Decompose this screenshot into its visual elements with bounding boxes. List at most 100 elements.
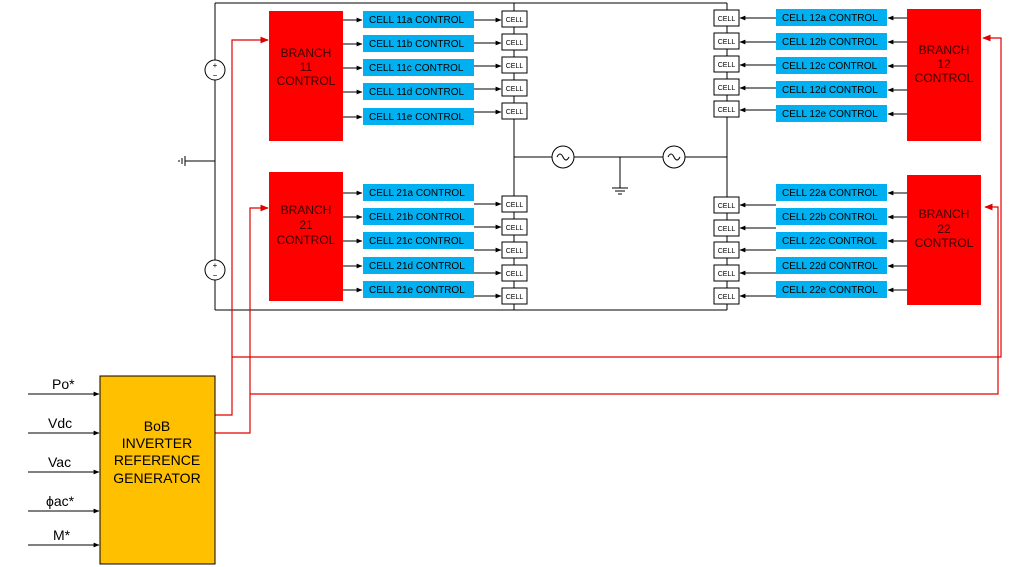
svg-text:CELL: CELL xyxy=(718,248,736,255)
svg-text:CELL 11e CONTROL: CELL 11e CONTROL xyxy=(369,112,464,123)
cell-12c-control xyxy=(776,57,887,74)
branch-11-label-2: 11 xyxy=(300,60,313,74)
cell-21b-control xyxy=(363,208,474,225)
cell-box xyxy=(713,287,740,305)
branch-21-label-3: CONTROL xyxy=(277,233,336,247)
cell-box xyxy=(713,32,740,50)
cell-box xyxy=(501,33,528,51)
svg-text:CELL: CELL xyxy=(718,39,736,46)
svg-text:CELL: CELL xyxy=(718,62,736,69)
cell-21c-control xyxy=(363,232,474,249)
cell-box xyxy=(501,195,528,213)
cell-box xyxy=(713,9,740,27)
branch-11-label-1: BRANCH xyxy=(281,46,332,60)
cell-box xyxy=(713,264,740,282)
dc-source-bottom: + − xyxy=(204,259,226,281)
branch-22-label-3: CONTROL xyxy=(915,236,974,250)
cell-12a-control xyxy=(776,9,887,26)
input-m: M* xyxy=(53,527,71,543)
svg-text:CELL: CELL xyxy=(506,225,524,232)
cell-string-bus xyxy=(513,3,728,310)
svg-text:CELL: CELL xyxy=(506,17,524,24)
cell-11b-control xyxy=(363,35,474,52)
ac-source-left xyxy=(551,145,575,169)
cell-11c-control xyxy=(363,59,474,76)
branch-21-label-1: BRANCH xyxy=(281,203,332,217)
svg-text:CELL 12d CONTROL: CELL 12d CONTROL xyxy=(782,85,878,96)
cell-box xyxy=(713,100,740,118)
generator-label-3: REFERENCE xyxy=(114,452,200,468)
svg-text:CELL 12a CONTROL: CELL 12a CONTROL xyxy=(782,13,878,24)
branch-21-control xyxy=(269,172,343,301)
svg-text:−: − xyxy=(213,271,218,280)
svg-text:CELL: CELL xyxy=(718,16,736,23)
svg-text:CELL 11d CONTROL: CELL 11d CONTROL xyxy=(369,87,464,98)
cell-box xyxy=(501,218,528,236)
reference-signal-wires xyxy=(215,34,1002,434)
svg-text:CELL 21a CONTROL: CELL 21a CONTROL xyxy=(369,188,465,199)
svg-text:+: + xyxy=(213,61,218,70)
branch-12-control xyxy=(907,9,981,141)
svg-text:CELL 21e CONTROL: CELL 21e CONTROL xyxy=(369,285,465,296)
svg-text:CELL 12e CONTROL: CELL 12e CONTROL xyxy=(782,109,878,120)
svg-text:CELL: CELL xyxy=(506,109,524,116)
svg-text:CELL: CELL xyxy=(506,202,524,209)
svg-text:CELL: CELL xyxy=(506,248,524,255)
generator-inputs: Po* Vdc Vac ϕac* M* xyxy=(28,376,100,548)
cell-box xyxy=(501,79,528,97)
dc-source-top: + − xyxy=(204,59,226,81)
cell-22e-control xyxy=(776,281,887,298)
ac-source-right xyxy=(662,145,686,169)
branch-11-control xyxy=(269,11,343,141)
svg-text:CELL: CELL xyxy=(506,86,524,93)
input-vac: Vac xyxy=(48,454,71,470)
branch-22-control xyxy=(907,175,981,305)
cell-box xyxy=(713,241,740,259)
svg-text:CELL: CELL xyxy=(506,40,524,47)
cell-box xyxy=(501,264,528,282)
cell-22c-control xyxy=(776,232,887,249)
cell-box xyxy=(713,78,740,96)
cell-box xyxy=(713,55,740,73)
svg-text:CELL 11b CONTROL: CELL 11b CONTROL xyxy=(369,39,464,50)
cell-box xyxy=(501,102,528,120)
branch-11-label-3: CONTROL xyxy=(277,74,336,88)
cell-21e-control xyxy=(363,281,474,298)
svg-text:CELL 21b CONTROL: CELL 21b CONTROL xyxy=(369,212,465,223)
svg-text:CELL: CELL xyxy=(506,63,524,70)
branch-22-label-1: BRANCH xyxy=(919,207,970,221)
bob-inverter-reference-generator xyxy=(99,375,216,565)
svg-text:CELL 12c CONTROL: CELL 12c CONTROL xyxy=(782,61,878,72)
branch-21-label-2: 21 xyxy=(299,218,313,232)
svg-text:CELL: CELL xyxy=(718,294,736,301)
cell-12d-control xyxy=(776,81,887,98)
cell-22d-control xyxy=(776,257,887,274)
cell-box xyxy=(501,56,528,74)
svg-text:CELL 22d CONTROL: CELL 22d CONTROL xyxy=(782,261,878,272)
input-po: Po* xyxy=(52,376,75,392)
svg-text:CELL 22e CONTROL: CELL 22e CONTROL xyxy=(782,285,878,296)
branch-22-cells: CELL 22a CONTROL CELL CELL 22b CONTROL C… xyxy=(713,184,907,305)
svg-text:CELL 12b CONTROL: CELL 12b CONTROL xyxy=(782,37,878,48)
cell-box xyxy=(501,241,528,259)
svg-text:CELL: CELL xyxy=(506,271,524,278)
cell-21a-control xyxy=(363,184,474,201)
svg-text:CELL: CELL xyxy=(718,85,736,92)
cell-11e-control xyxy=(363,108,474,125)
branch-12-cells: CELL 12a CONTROL CELL CELL 12b CONTROL C… xyxy=(713,9,907,122)
branch-12-label-1: BRANCH xyxy=(919,43,970,57)
svg-text:CELL 22b CONTROL: CELL 22b CONTROL xyxy=(782,212,878,223)
generator-label-2: INVERTER xyxy=(122,435,193,451)
svg-text:+: + xyxy=(213,261,218,270)
cell-22a-control xyxy=(776,184,887,201)
cell-box xyxy=(713,196,740,214)
branch-22-label-2: 22 xyxy=(937,222,951,236)
svg-text:CELL: CELL xyxy=(718,271,736,278)
svg-text:CELL 11a CONTROL: CELL 11a CONTROL xyxy=(369,15,464,26)
cell-box xyxy=(501,287,528,305)
svg-text:CELL 21d CONTROL: CELL 21d CONTROL xyxy=(369,261,465,272)
cell-21d-control xyxy=(363,257,474,274)
branch-12-label-2: 12 xyxy=(937,57,951,71)
svg-text:CELL: CELL xyxy=(718,107,736,114)
cell-12b-control xyxy=(776,33,887,50)
